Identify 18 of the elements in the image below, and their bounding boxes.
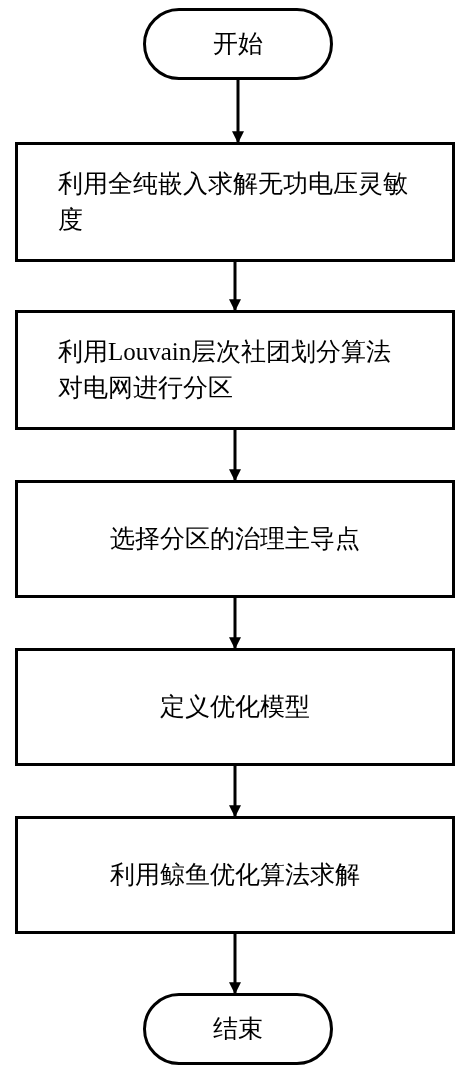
process-box xyxy=(15,648,455,766)
arrow xyxy=(229,766,241,818)
arrow xyxy=(229,430,241,482)
process-box xyxy=(15,310,455,430)
step-text: 利用全纯嵌入求解无功电压灵敏度 xyxy=(58,168,409,235)
step-text: 开始 xyxy=(213,28,263,59)
step-text: 利用Louvain层次社团划分算法对电网进行分区 xyxy=(58,336,393,403)
step-text: 选择分区的治理主导点 xyxy=(110,523,360,554)
step-text: 结束 xyxy=(213,1013,263,1044)
arrow xyxy=(229,262,241,312)
arrow xyxy=(232,80,244,144)
step-text: 定义优化模型 xyxy=(160,691,310,722)
arrow xyxy=(229,598,241,650)
arrow xyxy=(229,934,241,995)
step-text: 利用鲸鱼优化算法求解 xyxy=(110,859,360,890)
process-box xyxy=(15,142,455,262)
process-box xyxy=(15,480,455,598)
process-box xyxy=(15,816,455,934)
